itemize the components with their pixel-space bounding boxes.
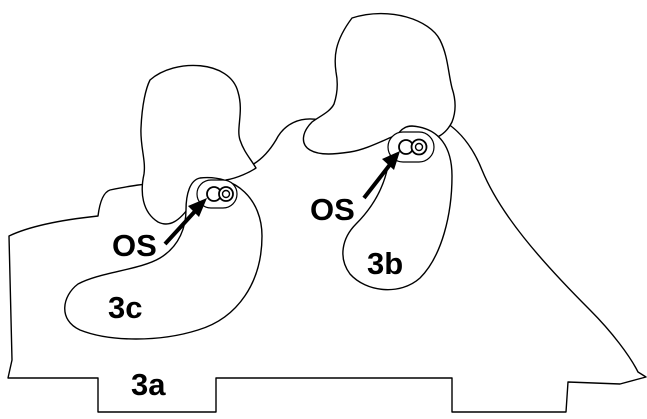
left-arrowhead <box>188 198 207 217</box>
base-outline-3a <box>7 111 647 413</box>
label-3b: 3b <box>367 246 403 281</box>
right-arrowhead <box>382 151 400 170</box>
right-arrow-shaft <box>362 160 394 200</box>
left-arrow-shaft <box>163 206 200 246</box>
left-os-arrow <box>163 198 207 246</box>
right-head-outline <box>302 12 456 155</box>
label-os-right: OS <box>310 192 355 227</box>
right-os-arrow <box>362 151 400 200</box>
label-3a: 3a <box>131 367 166 402</box>
right-os-marker <box>387 131 435 163</box>
label-3c: 3c <box>108 290 142 325</box>
left-os-marker <box>196 179 238 209</box>
right-os-ring-2-inner <box>414 142 424 152</box>
region-3c-outline <box>64 176 263 340</box>
left-os-ring-2-inner <box>221 189 231 199</box>
label-os-left: OS <box>112 228 157 263</box>
